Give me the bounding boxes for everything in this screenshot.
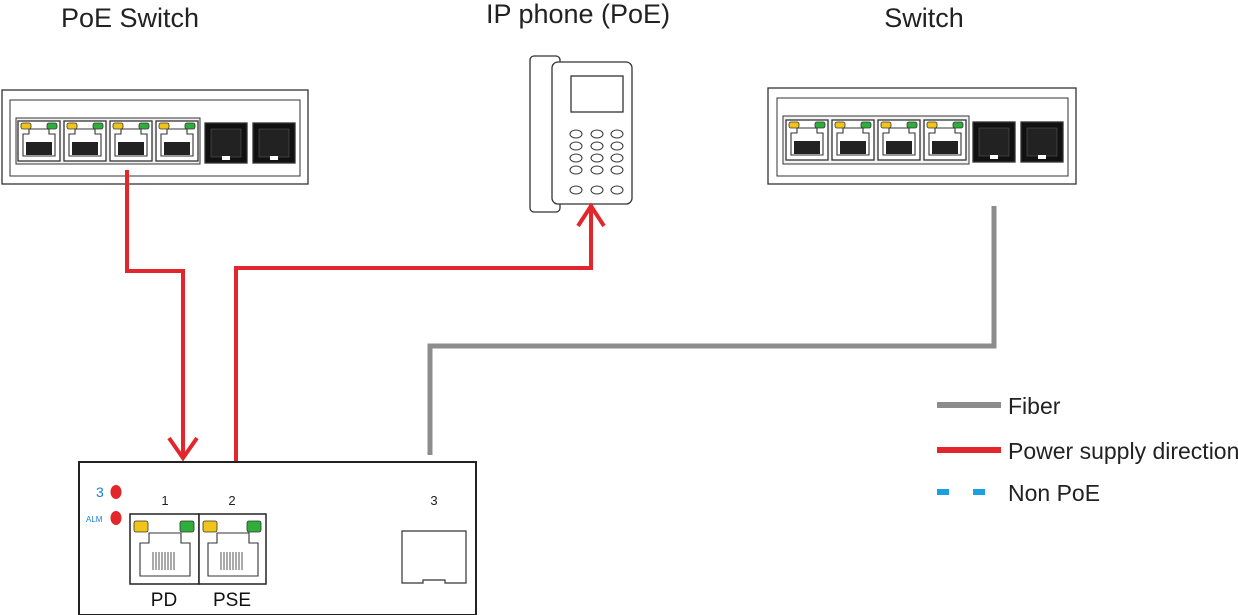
legend: Fiber Power supply direction Non PoE [937, 393, 1238, 506]
port-2-number: 2 [228, 493, 235, 508]
switch-sfp-2 [1020, 121, 1064, 163]
power-arrowhead-up [576, 202, 606, 228]
port-1-pd [129, 513, 200, 585]
port-2-pse [198, 513, 267, 585]
ip-phone-title: IP phone (PoE) [486, 0, 670, 29]
switch-port-4 [923, 119, 967, 161]
led-3-label: 3 [96, 484, 104, 500]
switch-port-2 [831, 119, 875, 161]
switch-device [767, 87, 1077, 185]
poe-switch-port-2 [63, 120, 107, 162]
poe-switch-sfp-1 [204, 122, 248, 164]
switch-sfp-1 [972, 121, 1016, 163]
port-3-number: 3 [430, 493, 437, 508]
port-2-label: PSE [213, 590, 251, 611]
power-arrowhead-down [167, 436, 199, 462]
switch-title: Switch [884, 3, 964, 33]
legend-non-poe-label: Non PoE [1008, 480, 1100, 506]
switch-port-1 [785, 119, 829, 161]
media-converter-device: 3 ALM 1 2 3 [78, 461, 477, 615]
led-3-indicator [110, 485, 122, 499]
legend-fiber-label: Fiber [1008, 393, 1061, 419]
ip-phone-device [529, 55, 633, 213]
led-alm-indicator [110, 511, 122, 525]
fiber-link [427, 206, 997, 455]
poe-switch-title: PoE Switch [61, 3, 199, 33]
power-link-switch-to-pd [125, 170, 199, 462]
port-1-label: PD [151, 590, 177, 611]
legend-power-label: Power supply direction [1008, 438, 1238, 464]
port-3-fiber [401, 530, 467, 584]
poe-switch-device [1, 89, 309, 185]
port-1-number: 1 [161, 493, 168, 508]
poe-switch-port-3 [109, 120, 153, 162]
led-alm-label: ALM [86, 515, 103, 524]
switch-port-3 [877, 119, 921, 161]
poe-switch-sfp-2 [252, 122, 296, 164]
poe-switch-port-1 [17, 120, 61, 162]
poe-switch-port-4 [155, 120, 199, 162]
power-link-pse-to-phone [234, 202, 606, 462]
